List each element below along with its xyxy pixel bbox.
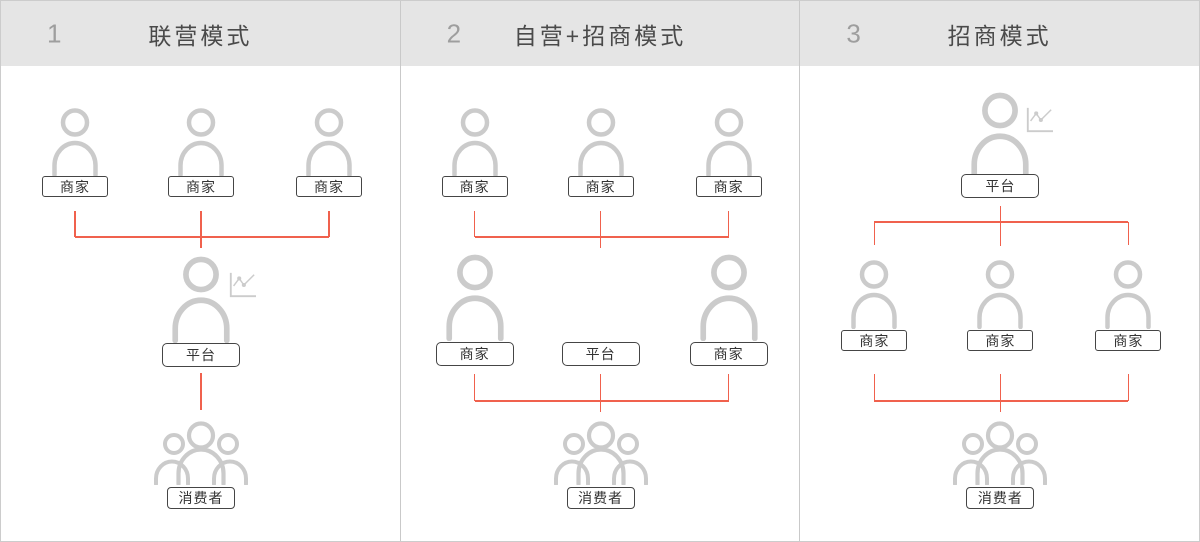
person-icon [174,107,228,177]
connector-line [1127,222,1130,245]
platform-label: 平台 [561,342,640,366]
merchant-label: 商家 [567,176,634,197]
person-icon [574,107,628,177]
panel-number: 2 [446,18,462,48]
person-icon [1101,259,1155,329]
panel-self-plus-investment: 2 自营+招商模式 商家 商家 商家 商家 平台 商家 消费者 [400,1,801,541]
connector-line [727,211,730,237]
person-icon [973,259,1027,329]
line-chart-icon [1024,106,1054,134]
consumer-label: 消费者 [966,487,1035,509]
connector-line [473,211,476,237]
people-group-icon [549,421,653,485]
panel-header: 2 自营+招商模式 [400,1,800,66]
panel-title: 招商模式 [947,22,1052,49]
panel-title: 联营模式 [148,22,253,49]
connector-line [874,221,1129,223]
connector-line [727,374,730,401]
connector-line [874,400,1129,402]
people-group-icon [948,421,1052,485]
consumer-label: 消费者 [566,487,635,509]
consumer-label: 消费者 [167,487,235,509]
person-icon [167,255,235,343]
person-icon [302,107,356,177]
connector-line [473,374,476,401]
merchant-label: 商家 [435,342,514,366]
merchant-label: 商家 [967,330,1034,351]
merchant-label: 商家 [695,176,762,197]
connector-line [200,211,202,248]
connector-line [999,206,1002,246]
connector-line [74,211,76,237]
connector-line [599,374,602,412]
panel-joint-operation: 1 联营模式 商家 商家 商家 平台 消费者 [1,1,401,541]
merchant-label: 商家 [841,330,908,351]
platform-label: 平台 [162,343,240,367]
connector-line [599,211,602,248]
merchant-label: 商家 [168,176,234,197]
panel-header: 1 联营模式 [1,1,400,66]
person-icon [702,107,756,177]
panel-header: 3 招商模式 [800,1,1199,66]
merchant-label: 商家 [1095,330,1162,351]
person-icon [847,259,901,329]
connector-line [474,236,729,238]
connector-line [999,374,1002,412]
connector-line [474,400,729,402]
merchant-label: 商家 [296,176,362,197]
connector-line [1127,374,1130,401]
connector-line [200,373,202,410]
merchant-label: 商家 [689,342,768,366]
person-icon [966,91,1034,179]
people-group-icon [149,421,253,485]
connector-line [873,222,876,245]
person-icon [695,253,763,341]
line-chart-icon [227,271,257,299]
panel-title: 自营+招商模式 [513,22,687,49]
person-icon [48,107,102,177]
panel-number: 3 [846,18,861,48]
panel-investment: 3 招商模式 平台 商家 商家 商家 消费者 [800,1,1199,541]
person-icon [448,107,502,177]
connector-line [328,211,330,237]
connector-line [75,236,329,238]
person-icon [441,253,509,341]
panel-number: 1 [47,18,62,48]
merchant-label: 商家 [441,176,508,197]
merchant-label: 商家 [42,176,108,197]
platform-label: 平台 [961,174,1040,198]
connector-line [873,374,876,401]
